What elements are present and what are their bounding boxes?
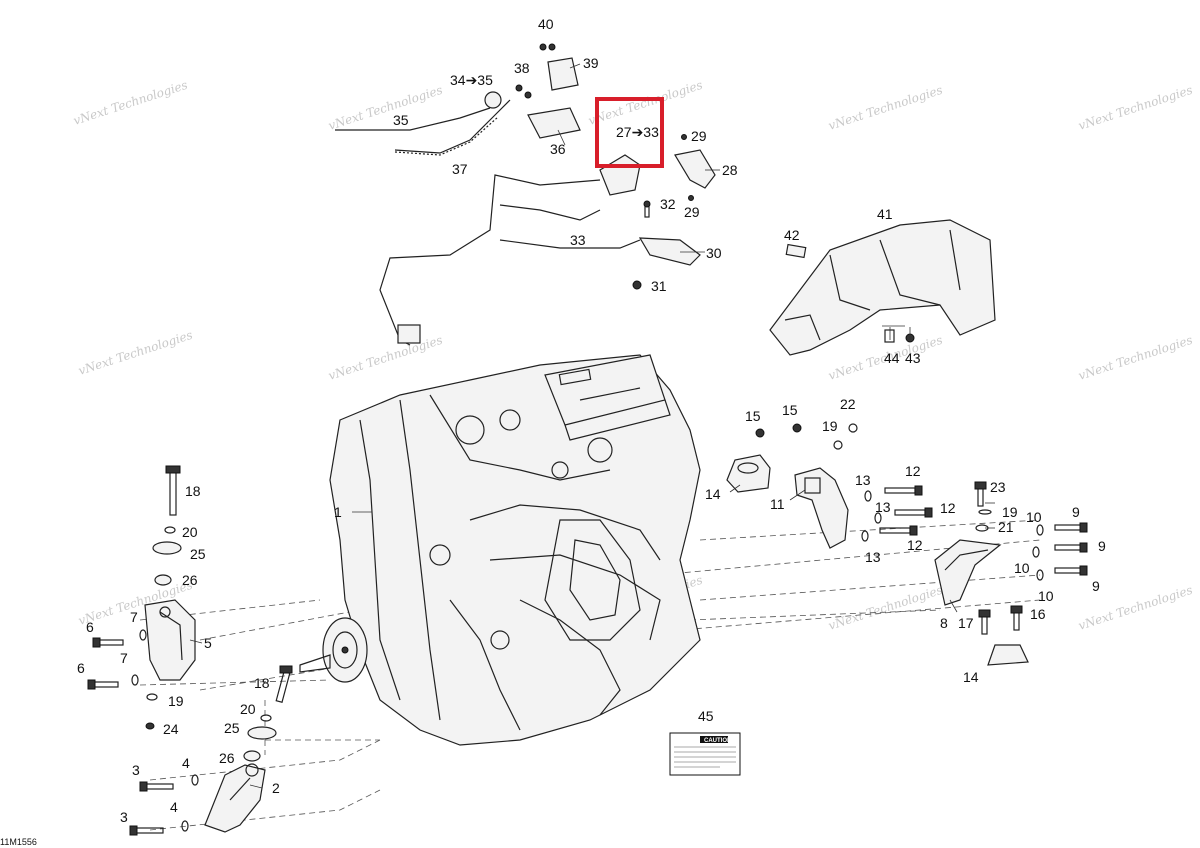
- callout-4: 4: [170, 799, 178, 815]
- callout-44: 44: [884, 350, 900, 366]
- watermark: vNext Technologies: [587, 78, 705, 128]
- watermark: vNext Technologies: [72, 78, 190, 128]
- callout-3: 3: [132, 762, 140, 778]
- callout-9: 9: [1098, 538, 1106, 554]
- callout-13: 13: [865, 549, 881, 565]
- callout-19: 19: [168, 693, 184, 709]
- callout-27-to-33: 27➔33: [616, 124, 659, 140]
- callout-25: 25: [190, 546, 206, 562]
- caution-label: CAUTION: [704, 738, 731, 744]
- callout-6: 6: [77, 660, 85, 676]
- callout-36: 36: [550, 141, 566, 157]
- highlight-box: [595, 97, 664, 168]
- callout-42: 42: [784, 227, 800, 243]
- watermark: vNext Technologies: [827, 83, 945, 133]
- watermark: vNext Technologies: [1077, 333, 1195, 383]
- callout-22: 22: [840, 396, 856, 412]
- callout-5: 5: [204, 635, 212, 651]
- callout-9: 9: [1092, 578, 1100, 594]
- watermark: vNext Technologies: [327, 83, 445, 133]
- callout-12: 12: [905, 463, 921, 479]
- callout-14: 14: [705, 486, 721, 502]
- callout-11: 11: [770, 496, 785, 512]
- callout-24: 24: [163, 721, 179, 737]
- right-engine-mounts: [726, 423, 1088, 666]
- callout-19: 19: [1002, 504, 1018, 520]
- callout-23: 23: [990, 479, 1006, 495]
- callout-40: 40: [538, 16, 554, 32]
- callout-43: 43: [905, 350, 921, 366]
- diagram-code: 11M1556: [0, 837, 37, 847]
- callout-7: 7: [130, 609, 138, 625]
- callout-26: 26: [219, 750, 235, 766]
- callout-3: 3: [120, 809, 128, 825]
- callout-14: 14: [963, 669, 979, 685]
- watermark: vNext Technologies: [327, 333, 445, 383]
- callout-6: 6: [86, 619, 94, 635]
- callout-1: 1: [334, 504, 342, 520]
- callout-28: 28: [722, 162, 738, 178]
- caution-decal: CAUTION: [669, 732, 741, 776]
- callout-labels: 1 2 3 3 4 4 5 6 6 7 7 8 9 9 9 10 10 10 1…: [77, 16, 1106, 825]
- callout-31: 31: [651, 278, 667, 294]
- callout-29: 29: [684, 204, 700, 220]
- callout-26: 26: [182, 572, 198, 588]
- callout-9: 9: [1072, 504, 1080, 520]
- callout-18: 18: [254, 675, 270, 691]
- engine-assembly: [299, 354, 701, 746]
- watermark: vNext Technologies: [827, 583, 945, 633]
- watermark: vNext Technologies: [77, 328, 195, 378]
- callout-15: 15: [745, 408, 761, 424]
- callout-8: 8: [940, 615, 948, 631]
- callout-33: 33: [570, 232, 586, 248]
- callout-13: 13: [855, 472, 871, 488]
- watermark: vNext Technologies: [1077, 83, 1195, 133]
- left-engine-mount: [87, 465, 196, 730]
- callout-30: 30: [706, 245, 722, 261]
- callout-45: 45: [698, 708, 714, 724]
- callout-10: 10: [1026, 509, 1042, 525]
- callout-17: 17: [958, 615, 974, 631]
- top-harness-parts: [335, 43, 716, 346]
- callout-20: 20: [240, 701, 256, 717]
- lower-engine-mount: [129, 665, 293, 836]
- callout-19: 19: [822, 418, 838, 434]
- callout-29: 29: [691, 128, 707, 144]
- callout-4: 4: [182, 755, 190, 771]
- callout-16: 16: [1030, 606, 1046, 622]
- callout-2: 2: [272, 780, 280, 796]
- callout-37: 37: [452, 161, 468, 177]
- callout-35: 35: [393, 112, 409, 128]
- callout-21: 21: [998, 519, 1014, 535]
- callout-38: 38: [514, 60, 530, 76]
- callout-10: 10: [1014, 560, 1030, 576]
- callout-13: 13: [875, 499, 891, 515]
- callout-15: 15: [782, 402, 798, 418]
- callout-25: 25: [224, 720, 240, 736]
- leader-lines: [189, 63, 995, 789]
- callout-20: 20: [182, 524, 198, 540]
- callout-10: 10: [1038, 588, 1054, 604]
- callout-12: 12: [940, 500, 956, 516]
- callout-39: 39: [583, 55, 599, 71]
- callout-7: 7: [120, 650, 128, 666]
- callout-34-to-35: 34➔35: [450, 72, 493, 88]
- callout-12: 12: [907, 537, 923, 553]
- callout-41: 41: [877, 206, 893, 222]
- callout-18: 18: [185, 483, 201, 499]
- callout-32: 32: [660, 196, 676, 212]
- frame-bracket: [769, 219, 996, 356]
